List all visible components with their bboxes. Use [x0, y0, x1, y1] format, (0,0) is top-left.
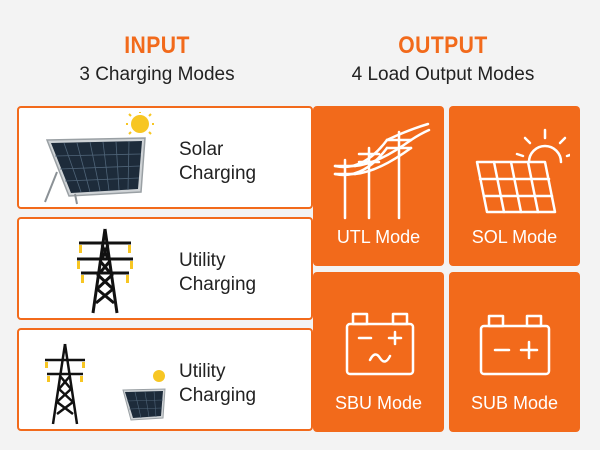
utility-charging-label: Utility Charging — [179, 250, 257, 295]
sbu-mode-tile: SBU Mode — [313, 272, 444, 432]
solar-charging-label: Solar Charging — [179, 139, 257, 184]
sbu-mode-label: SBU Mode — [334, 393, 423, 413]
sol-mode-tile: SOL Mode — [449, 106, 580, 266]
input-heading: INPUT — [124, 32, 190, 59]
output-subheading: 4 Load Output Modes — [351, 64, 535, 85]
battery-dc-icon — [479, 314, 551, 376]
sun-panel-icon — [475, 128, 570, 214]
sub-mode-label: SUB Mode — [470, 393, 559, 413]
tower-and-solar-panel-icon — [45, 343, 166, 425]
input-subheading: 3 Charging Modes — [79, 64, 235, 85]
sub-mode-tile: SUB Mode — [449, 272, 580, 432]
power-lines-icon — [333, 122, 431, 220]
sol-mode-label: SOL Mode — [471, 227, 558, 247]
utility-solar-charging-card: Utility Charging — [17, 328, 313, 431]
solar-charging-card: Solar Charging — [17, 106, 313, 209]
battery-ac-icon — [345, 312, 415, 376]
power-tower-icon — [77, 228, 133, 314]
output-heading: OUTPUT — [398, 32, 488, 59]
utility-charging-card: Utility Charging — [17, 217, 313, 320]
utility-solar-charging-label: Utility Charging — [179, 361, 257, 406]
solar-panel-icon — [44, 112, 154, 205]
utl-mode-tile: UTL Mode — [313, 106, 444, 266]
utl-mode-label: UTL Mode — [336, 227, 421, 247]
